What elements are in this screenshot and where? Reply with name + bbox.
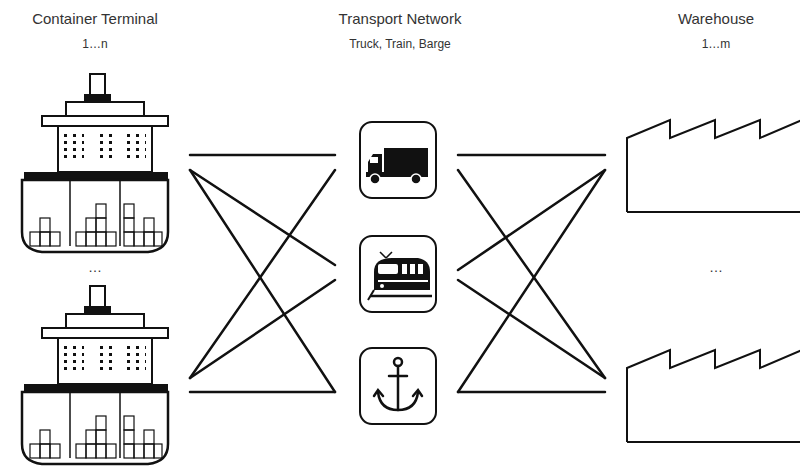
column-heading: Warehouse bbox=[678, 10, 754, 27]
count-range: 1…n bbox=[82, 38, 107, 52]
count-range: 1…m bbox=[702, 38, 731, 52]
ellipsis: … bbox=[88, 259, 102, 275]
column-heading: Transport Network bbox=[339, 10, 462, 27]
subheading: Truck, Train, Barge bbox=[349, 38, 451, 52]
column-heading: Container Terminal bbox=[32, 10, 158, 27]
ellipsis: … bbox=[709, 259, 723, 275]
